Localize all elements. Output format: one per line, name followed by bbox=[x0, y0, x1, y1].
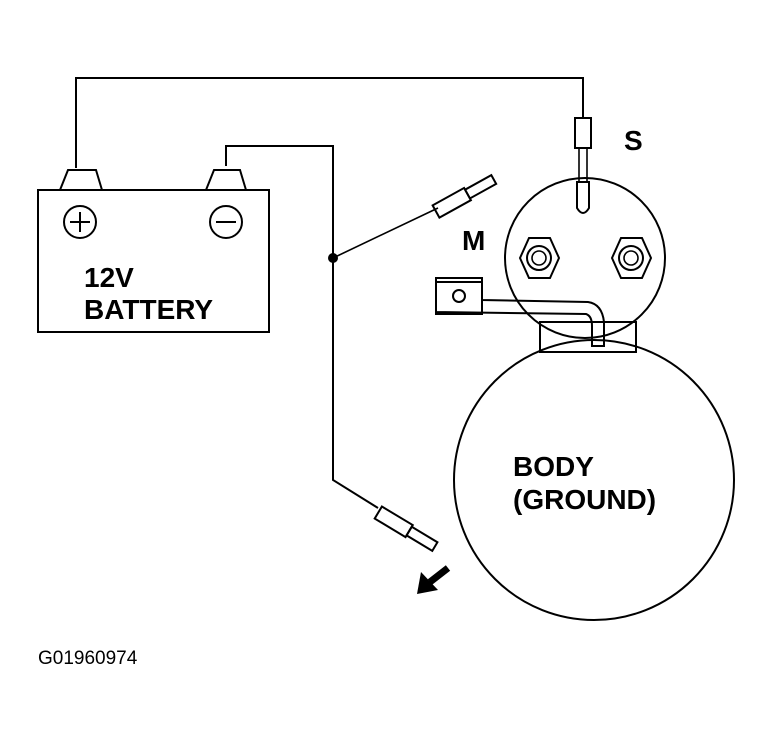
ground-test-probe bbox=[373, 505, 439, 553]
ground-label: (GROUND) bbox=[513, 484, 656, 515]
solenoid-neck bbox=[539, 321, 637, 353]
wire-positive-to-s bbox=[75, 77, 584, 168]
body-label: BODY bbox=[513, 451, 594, 482]
s-terminal-spade bbox=[576, 181, 590, 214]
terminal-s-label: S bbox=[624, 125, 643, 156]
battery-name-label: BATTERY bbox=[84, 294, 213, 325]
battery: 12V BATTERY bbox=[37, 169, 270, 333]
battery-case bbox=[37, 189, 270, 333]
plus-icon bbox=[63, 205, 97, 239]
motor-body bbox=[453, 339, 735, 621]
figure-code: G01960974 bbox=[38, 648, 138, 669]
terminal-m-label: M bbox=[462, 225, 485, 256]
minus-icon bbox=[209, 205, 243, 239]
m-test-probe bbox=[431, 173, 498, 219]
s-terminal-connector bbox=[574, 117, 592, 149]
b-terminal-nut bbox=[610, 237, 653, 279]
wire-negative-ground bbox=[225, 145, 379, 509]
wire-junction-to-probe bbox=[332, 207, 439, 259]
battery-post-negative bbox=[205, 169, 247, 191]
solenoid bbox=[435, 117, 666, 353]
battery-post-positive bbox=[59, 169, 103, 191]
m-terminal-strap bbox=[435, 281, 605, 347]
wire-junction-dot bbox=[328, 253, 338, 263]
m-terminal-nut bbox=[518, 237, 561, 279]
arrow-down-left-icon bbox=[417, 565, 451, 594]
solenoid-cap bbox=[504, 177, 666, 339]
battery-voltage-label: 12V bbox=[84, 262, 134, 293]
m-terminal-lug bbox=[435, 277, 483, 315]
